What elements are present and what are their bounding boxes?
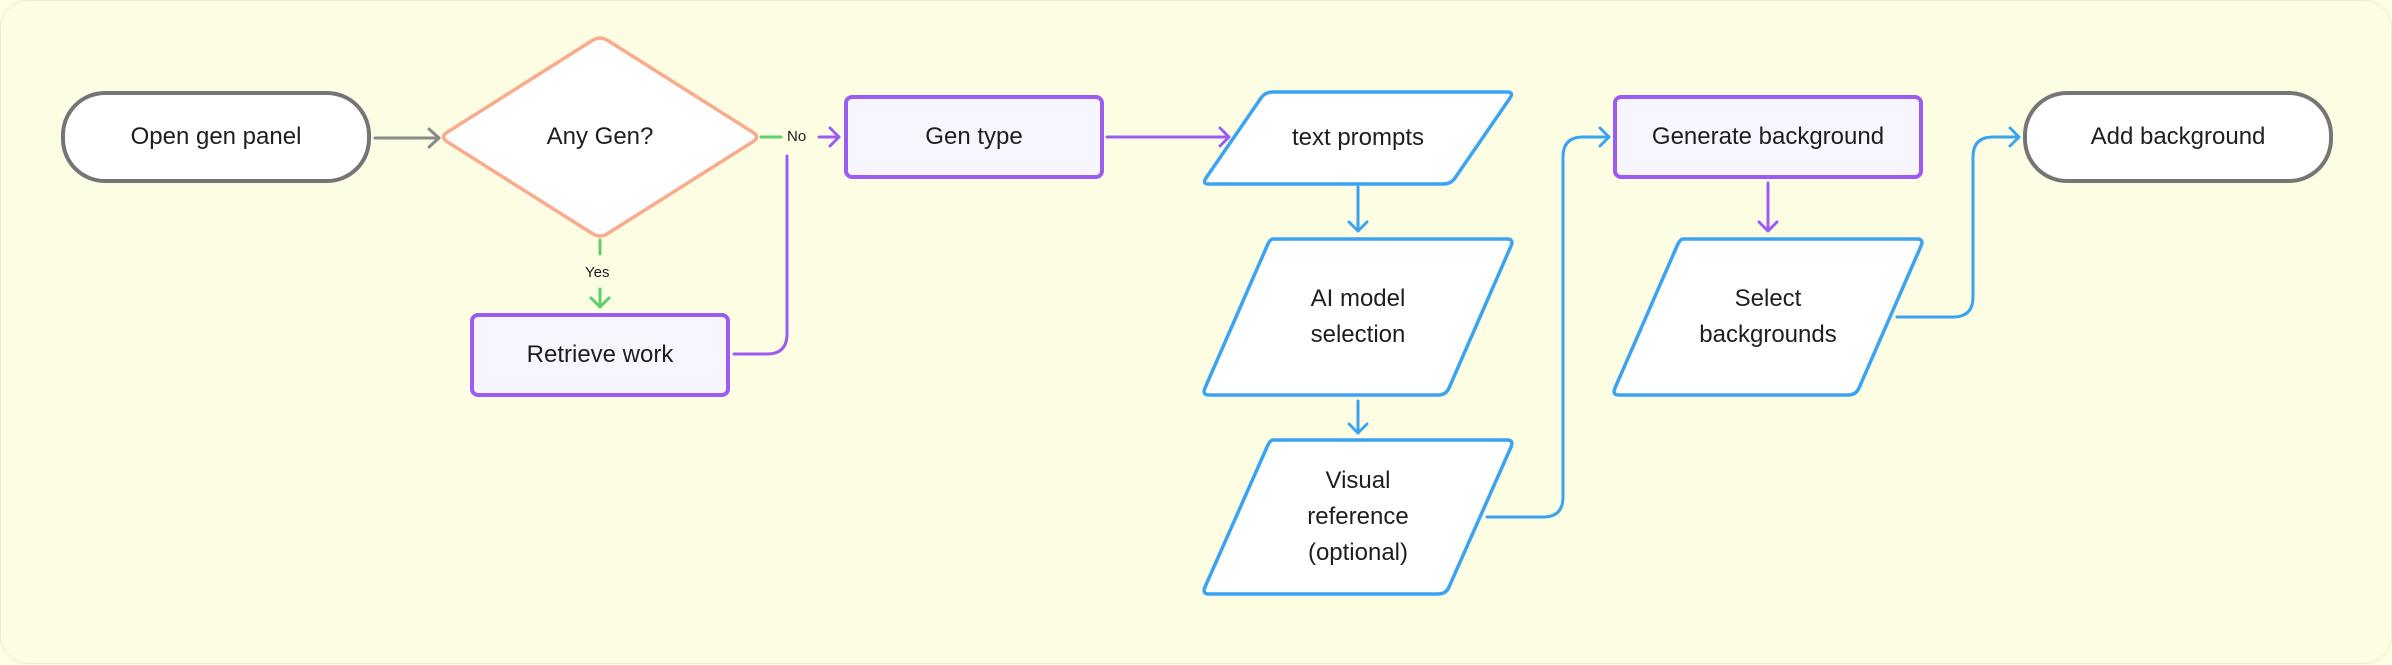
parallelogram-shape: [1612, 237, 1924, 397]
node-add-background[interactable]: Add background: [2023, 91, 2333, 183]
node-open-gen-panel-label: Open gen panel: [130, 123, 302, 150]
node-add-background-label: Add background: [2090, 123, 2266, 150]
edge-visual-to-generate: [1485, 135, 1611, 519]
edge-model-arrowhead: [1347, 422, 1369, 435]
node-select-backgrounds-label: Select backgrounds: [1699, 285, 1837, 348]
node-ai-model-selection-label: AI model selection: [1310, 285, 1406, 348]
edge-yes-arrowhead: [589, 296, 611, 309]
edge-label-no: No: [784, 128, 810, 146]
node-text-prompts-label: text prompts: [1291, 124, 1425, 151]
node-any-gen-decision[interactable]: Any Gen?: [441, 36, 759, 238]
edge-gentype-arrowhead: [1218, 126, 1231, 148]
edge-no-arrowhead: [828, 126, 841, 148]
edge-select-arrowhead: [2008, 126, 2021, 148]
edge-label-yes: Yes: [582, 264, 613, 282]
node-gen-type[interactable]: Gen type: [844, 95, 1104, 179]
node-visual-reference-label: Visual reference (optional): [1307, 467, 1409, 566]
edge-retrieve-loopback: [732, 154, 789, 356]
node-generate-background[interactable]: Generate background: [1613, 95, 1923, 179]
node-retrieve-work-label: Retrieve work: [526, 341, 674, 368]
node-ai-model-selection[interactable]: AI model selection: [1201, 237, 1515, 397]
node-gen-type-label: Gen type: [925, 123, 1023, 150]
parallelogram-shape: [1202, 237, 1514, 397]
edge-select-to-add: [1895, 135, 2021, 319]
node-visual-reference[interactable]: Visual reference (optional): [1201, 438, 1515, 596]
node-text-prompts[interactable]: text prompts: [1201, 90, 1515, 186]
edge-open-to-decision-arrowhead: [427, 127, 441, 149]
decision-diamond-shape: [441, 36, 759, 238]
parallelogram-shape: [1202, 438, 1514, 596]
edge-visual-arrowhead: [1598, 126, 1611, 148]
node-select-backgrounds[interactable]: Select backgrounds: [1611, 237, 1925, 397]
node-generate-background-label: Generate background: [1651, 123, 1885, 150]
node-open-gen-panel[interactable]: Open gen panel: [61, 91, 371, 183]
node-any-gen-label: Any Gen?: [546, 123, 654, 150]
edge-prompts-arrowhead: [1347, 220, 1369, 233]
parallelogram-shape: [1202, 90, 1514, 186]
edge-generate-arrowhead: [1757, 220, 1779, 233]
node-retrieve-work[interactable]: Retrieve work: [470, 313, 730, 397]
